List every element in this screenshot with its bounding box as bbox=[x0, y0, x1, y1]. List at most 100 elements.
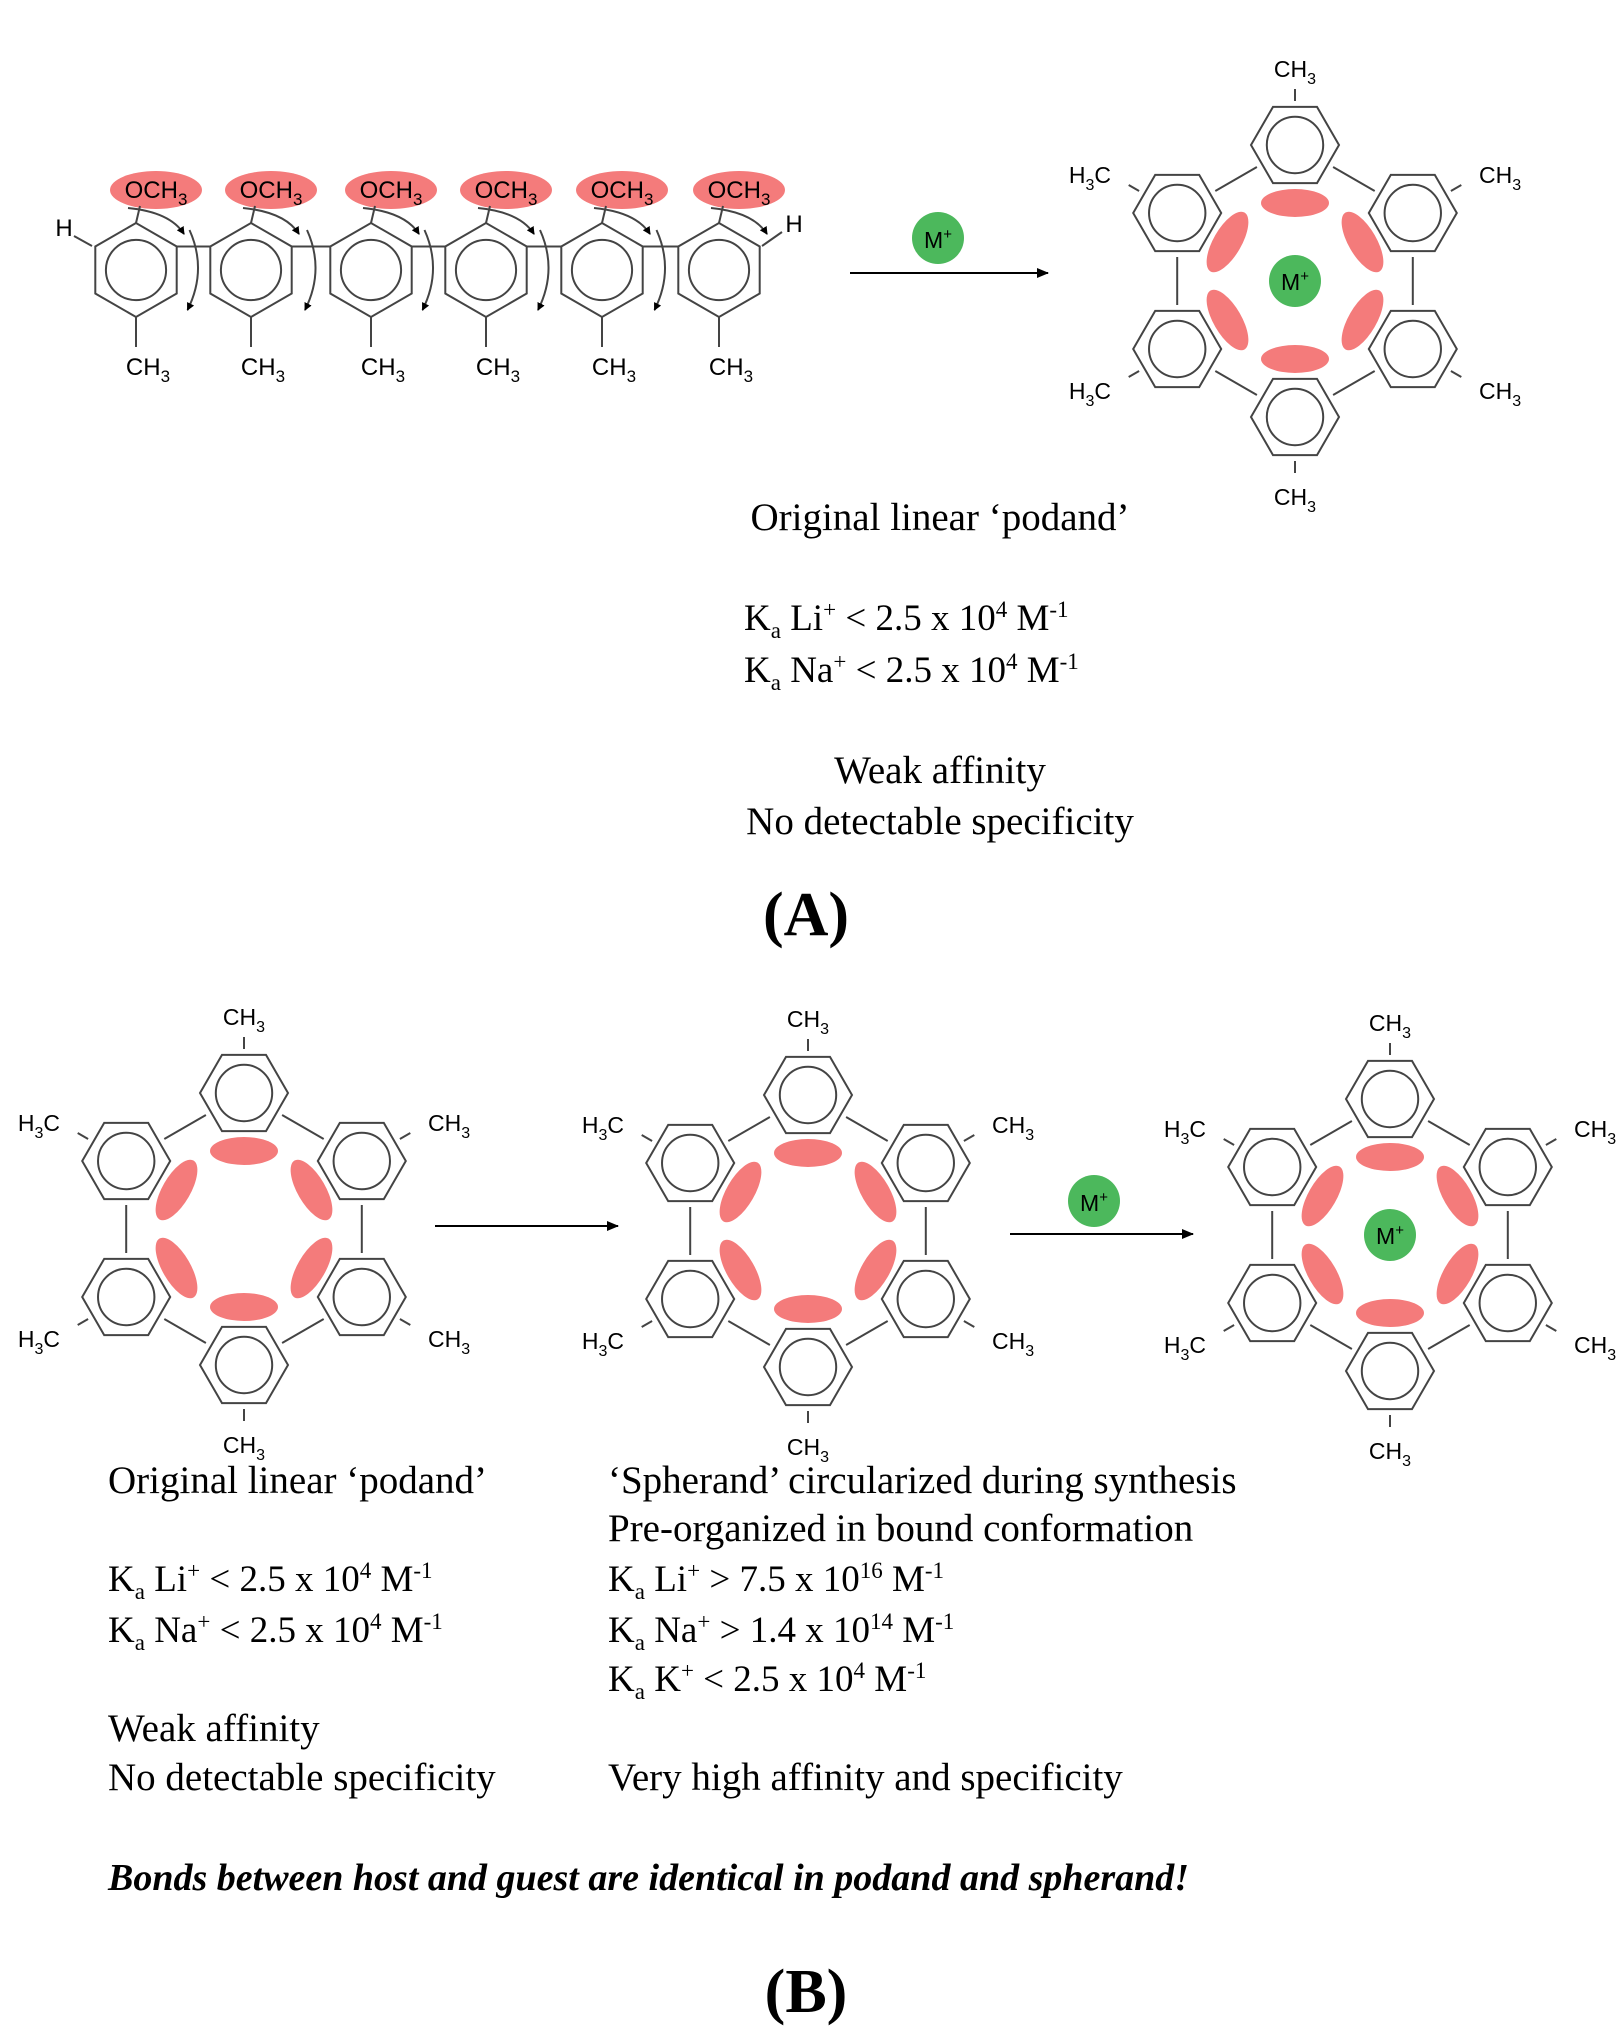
aromatic-circle bbox=[661, 1269, 720, 1329]
ch3-label: CH3 bbox=[223, 1004, 265, 1036]
benzene-ring bbox=[880, 1259, 971, 1339]
ch3-label: CH3 bbox=[787, 1434, 829, 1466]
bound-metal-label: M+ bbox=[1376, 1222, 1404, 1249]
benzene-ring bbox=[444, 221, 528, 319]
aromatic-circle bbox=[339, 238, 403, 302]
reaction-arrow-b2: M+ bbox=[1010, 1175, 1194, 1239]
h3c-label: H3C bbox=[18, 1326, 60, 1358]
aryl-bond bbox=[1214, 370, 1258, 396]
oxygen-site bbox=[210, 1137, 278, 1165]
rotation-arrow bbox=[127, 207, 185, 235]
panel-a: CH3OCH3CH3OCH3CH3OCH3CH3OCH3CH3OCH3CH3OC… bbox=[55, 56, 1521, 949]
aryl-bond bbox=[281, 1114, 325, 1140]
och3-label: OCH3 bbox=[591, 177, 654, 209]
podand-caption-a: Original linear ‘podand’ bbox=[750, 496, 1129, 539]
benzene-ring bbox=[1227, 1127, 1318, 1207]
rotation-arrow bbox=[186, 229, 199, 311]
aryl-bond bbox=[727, 1320, 771, 1346]
aryl-bond bbox=[163, 1114, 207, 1140]
aryl-bond bbox=[845, 1116, 889, 1142]
aromatic-circle bbox=[896, 1133, 955, 1193]
oxygen-site bbox=[1356, 1299, 1424, 1327]
panel-label-a: (A) bbox=[763, 881, 849, 949]
aromatic-circle bbox=[778, 1065, 838, 1125]
h3c-label: H3C bbox=[1164, 1116, 1206, 1148]
benzene-ring bbox=[677, 221, 761, 319]
oxygen-site bbox=[1341, 289, 1384, 351]
methyl-bond bbox=[1128, 370, 1140, 378]
terminal-h-left: H bbox=[55, 215, 72, 242]
aromatic-circle bbox=[896, 1269, 955, 1329]
methyl-bond bbox=[1128, 184, 1140, 192]
oxygen-site bbox=[210, 1293, 278, 1321]
aromatic-circle bbox=[1478, 1273, 1537, 1333]
aromatic-circle bbox=[570, 238, 634, 302]
oxygen-site bbox=[1301, 1165, 1344, 1227]
metal-ion-badge bbox=[912, 212, 964, 264]
och3-label: OCH3 bbox=[240, 177, 303, 209]
benzene-ring bbox=[880, 1123, 971, 1203]
ch3-label: CH3 bbox=[1479, 378, 1521, 410]
benzene-ring bbox=[198, 1325, 290, 1405]
methyl-bond bbox=[963, 1134, 975, 1142]
methyl-bond bbox=[399, 1318, 411, 1326]
benzene-ring bbox=[1344, 1059, 1436, 1139]
ka-k-b-right: Ka K+ < 2.5 x 104 M-1 bbox=[608, 1658, 926, 1704]
ch3-label: CH3 bbox=[1274, 484, 1316, 516]
rotation-arrow bbox=[653, 229, 666, 311]
podand-caption-b: Original linear ‘podand’ bbox=[108, 1459, 487, 1502]
benzene-ring bbox=[1132, 173, 1223, 253]
weak-affinity-a: Weak affinity bbox=[834, 749, 1046, 792]
benzene-ring bbox=[209, 221, 293, 319]
rotation-arrow bbox=[537, 229, 550, 311]
oxygen-site bbox=[774, 1139, 842, 1167]
rotation-arrow bbox=[421, 229, 434, 311]
aromatic-circle bbox=[104, 238, 168, 302]
aromatic-circle bbox=[1383, 319, 1442, 379]
oxygen-site bbox=[1436, 1243, 1479, 1305]
benzene-ring bbox=[329, 221, 413, 319]
oxygen-site bbox=[1206, 211, 1249, 273]
oxygen-site bbox=[110, 171, 202, 209]
linear-podand-structure: CH3OCH3CH3OCH3CH3OCH3CH3OCH3CH3OCH3CH3OC… bbox=[55, 171, 803, 386]
methyl-bond bbox=[399, 1132, 411, 1140]
rotation-arrow bbox=[477, 207, 535, 235]
och3-label: OCH3 bbox=[125, 177, 188, 209]
aromatic-circle bbox=[214, 1335, 274, 1395]
benzene-ring bbox=[762, 1327, 854, 1407]
oxygen-site bbox=[774, 1295, 842, 1323]
reaction-arrow-a: M+ bbox=[850, 212, 1049, 278]
weak-affinity-b: Weak affinity bbox=[108, 1707, 320, 1750]
benzene-ring bbox=[81, 1121, 172, 1201]
aromatic-circle bbox=[332, 1267, 391, 1327]
aryl-bond bbox=[1332, 370, 1376, 396]
rotation-arrow bbox=[304, 229, 317, 311]
aromatic-circle bbox=[1148, 183, 1207, 243]
och3-label: OCH3 bbox=[475, 177, 538, 209]
h3c-label: H3C bbox=[18, 1110, 60, 1142]
ka-li-a: Ka Li+ < 2.5 x 104 M-1 bbox=[744, 597, 1069, 643]
oxygen-site bbox=[854, 1239, 897, 1301]
aromatic-circle bbox=[1383, 183, 1442, 243]
benzene-ring bbox=[645, 1259, 736, 1339]
benzene-ring bbox=[1367, 309, 1458, 389]
ka-li-b-right: Ka Li+ > 7.5 x 1016 M-1 bbox=[608, 1558, 944, 1604]
aromatic-circle bbox=[661, 1133, 720, 1193]
ch3-label: CH3 bbox=[709, 354, 753, 386]
oxygen-site bbox=[155, 1159, 198, 1221]
methyl-bond bbox=[1223, 1138, 1235, 1146]
oxygen-site bbox=[854, 1161, 897, 1223]
aromatic-circle bbox=[778, 1337, 838, 1397]
panel-label-b: (B) bbox=[765, 1958, 848, 2026]
aromatic-circle bbox=[1265, 115, 1325, 175]
benzene-ring bbox=[316, 1121, 407, 1201]
oxygen-site bbox=[1436, 1165, 1479, 1227]
oxygen-site bbox=[1261, 345, 1329, 373]
aryl-bond bbox=[1309, 1120, 1353, 1146]
benzene-ring bbox=[1249, 377, 1341, 457]
h-bond bbox=[73, 235, 93, 247]
methyl-bond bbox=[963, 1320, 975, 1328]
